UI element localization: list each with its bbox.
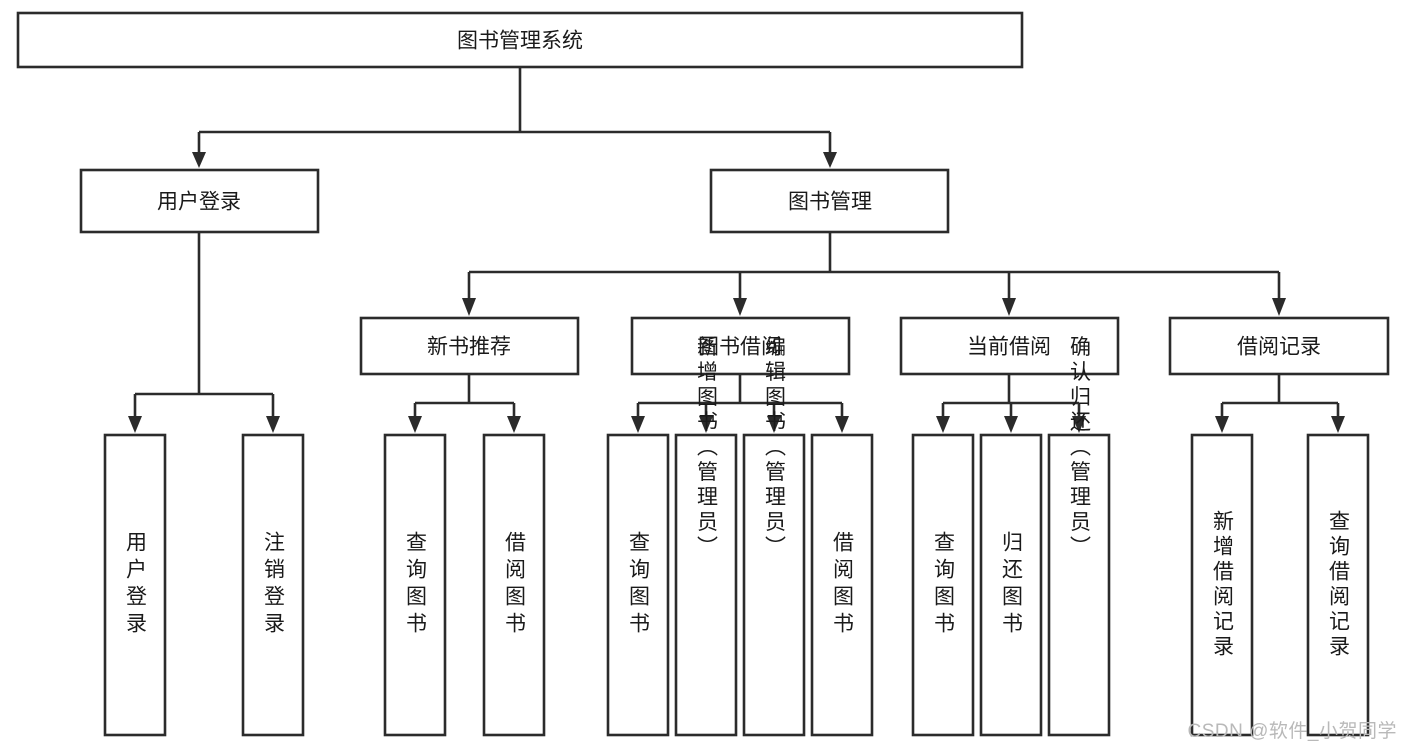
node-user-login[interactable]: 用户登录: [79, 168, 320, 234]
node-book-management-label: 图书管理: [788, 191, 872, 214]
arrowhead-bb-leaf-3: [767, 416, 781, 433]
node-leaf-add-book-admin-label: 新增图书（管理员）: [695, 336, 719, 561]
node-borrow-record[interactable]: 借阅记录: [1168, 316, 1390, 376]
arrowhead-cb-leaf-1: [936, 416, 950, 433]
node-book-borrow-label: 图书借阅: [698, 336, 782, 359]
node-leaf-add-borrow-record[interactable]: 新增借阅记录: [1190, 433, 1254, 737]
node-leaf-confirm-return-admin-label: 确认归还（管理员）: [1068, 336, 1092, 561]
node-leaf-query-book-cb-label: 查询图书: [932, 531, 956, 639]
node-leaf-add-book-admin[interactable]: 新增图书（管理员）: [674, 336, 738, 737]
node-new-book-recommend-label: 新书推荐: [427, 336, 511, 359]
arrowhead-bb-leaf-1: [631, 416, 645, 433]
node-leaf-logout-label: 注销登录: [262, 531, 286, 639]
arrowhead-nbr-leaf-1: [408, 416, 422, 433]
node-user-login-label: 用户登录: [157, 191, 241, 214]
arrowhead-new-book-rec: [462, 298, 476, 316]
arrowhead-nbr-leaf-2: [507, 416, 521, 433]
node-leaf-borrow-book-rec[interactable]: 借阅图书: [482, 433, 546, 737]
node-leaf-query-book-rec-label: 查询图书: [404, 531, 428, 639]
csdn-watermark: CSDN @软件_小贺同学: [1187, 721, 1397, 742]
node-leaf-query-book-borrow[interactable]: 查询图书: [606, 433, 670, 737]
arrowhead-current-borrow: [1002, 298, 1016, 316]
arrowhead-br-leaf-2: [1331, 416, 1345, 433]
node-leaf-edit-book-admin[interactable]: 编辑图书（管理员）: [742, 336, 806, 737]
arrowhead-user-login: [192, 152, 206, 168]
arrowhead-borrow-record: [1272, 298, 1286, 316]
node-leaf-query-borrow-record-label: 查询借阅记录: [1327, 510, 1351, 660]
node-book-management[interactable]: 图书管理: [709, 168, 950, 234]
node-leaf-query-borrow-record[interactable]: 查询借阅记录: [1306, 433, 1370, 737]
node-leaf-user-login-label: 用户登录: [124, 531, 148, 639]
node-leaf-borrow-book-bb[interactable]: 借阅图书: [810, 433, 874, 737]
arrowhead-bb-leaf-4: [835, 416, 849, 433]
node-leaf-query-book-cb[interactable]: 查询图书: [911, 433, 975, 737]
node-leaf-query-book-borrow-label: 查询图书: [627, 531, 651, 639]
node-leaf-add-borrow-record-label: 新增借阅记录: [1211, 510, 1235, 660]
node-leaf-query-book-rec[interactable]: 查询图书: [383, 433, 447, 737]
arrowhead-book-borrow: [733, 298, 747, 316]
node-current-borrow[interactable]: 当前借阅: [899, 316, 1120, 376]
arrowhead-bb-leaf-2: [699, 416, 713, 433]
node-root-system-label: 图书管理系统: [457, 30, 583, 53]
arrowhead-leaf-user-login: [128, 416, 142, 433]
connector-layer: [128, 67, 1345, 433]
arrowhead-br-leaf-1: [1215, 416, 1229, 433]
arrowhead-book-mgmt: [823, 152, 837, 168]
node-leaf-return-book[interactable]: 归还图书: [979, 433, 1043, 737]
node-leaf-edit-book-admin-label: 编辑图书（管理员）: [763, 336, 787, 561]
node-new-book-recommend[interactable]: 新书推荐: [359, 316, 580, 376]
node-current-borrow-label: 当前借阅: [967, 336, 1051, 359]
node-borrow-record-label: 借阅记录: [1237, 336, 1321, 359]
arrowhead-leaf-logout: [266, 416, 280, 433]
arrowhead-cb-leaf-2: [1004, 416, 1018, 433]
node-leaf-logout[interactable]: 注销登录: [241, 433, 305, 737]
node-leaf-borrow-book-rec-label: 借阅图书: [503, 531, 527, 639]
node-root-system[interactable]: 图书管理系统: [16, 11, 1024, 69]
node-leaf-borrow-book-bb-label: 借阅图书: [831, 531, 855, 639]
node-leaf-user-login[interactable]: 用户登录: [103, 433, 167, 737]
arrowhead-cb-leaf-3: [1072, 416, 1086, 433]
node-book-borrow[interactable]: 图书借阅: [630, 316, 851, 376]
node-leaf-return-book-label: 归还图书: [1000, 531, 1024, 639]
node-leaf-confirm-return-admin[interactable]: 确认归还（管理员）: [1047, 336, 1111, 737]
